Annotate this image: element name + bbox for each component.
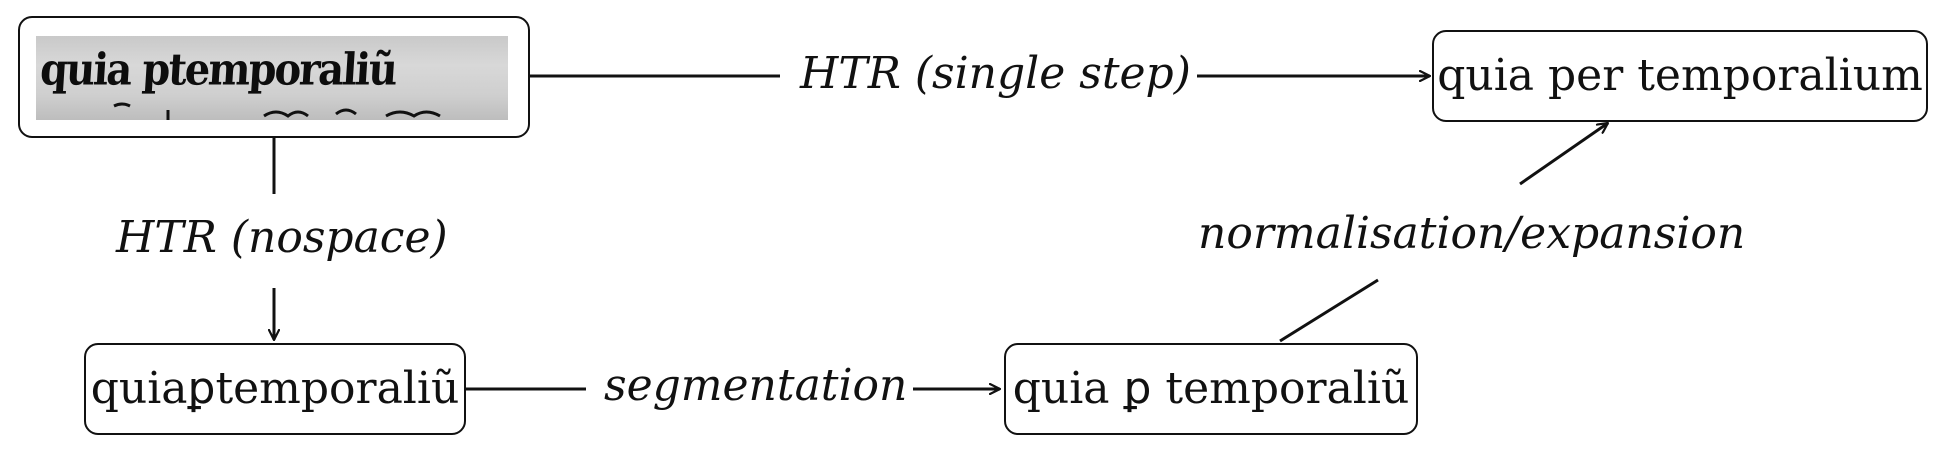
nospace-output-node: quiaꝑtemporaliũ <box>84 343 466 435</box>
nospace-output-label: quiaꝑtemporaliũ <box>90 363 460 414</box>
single-step-output-node: quia per temporalium <box>1432 30 1928 122</box>
edge-label-segmentation: segmentation <box>598 364 914 408</box>
edge-label-htr-nospace: HTR (nospace) <box>110 216 454 260</box>
manuscript-next-line-strokes <box>113 102 441 120</box>
edge-label-htr-single-step: HTR (single step) <box>794 52 1197 96</box>
edge-normalisation-lower <box>1279 278 1379 343</box>
manuscript-image: quia ptemporaliũ <box>36 36 508 120</box>
single-step-output-label: quia per temporalium <box>1437 50 1923 101</box>
edge-normalisation-upper <box>1519 121 1608 186</box>
segmented-output-label: quia ꝑ temporaliũ <box>1012 363 1410 414</box>
edge-label-normalisation: normalisation/expansion <box>1192 212 1752 256</box>
manuscript-line-text: quia ptemporaliũ <box>38 44 398 96</box>
segmented-output-node: quia ꝑ temporaliũ <box>1004 343 1418 435</box>
